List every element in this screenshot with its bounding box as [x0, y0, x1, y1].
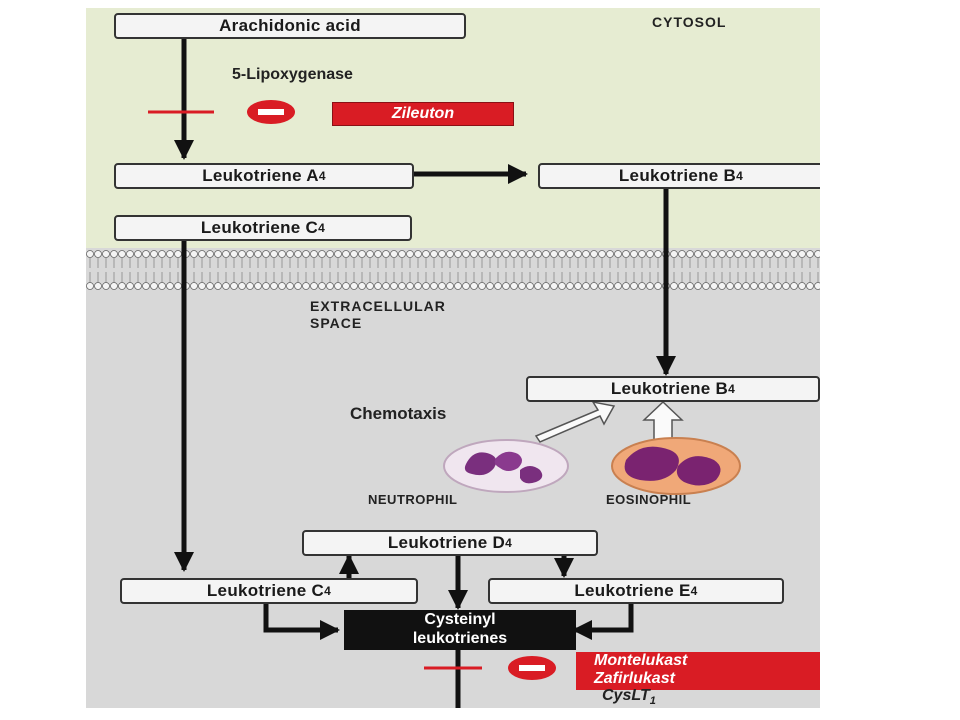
receptor-name: CysLT: [602, 687, 650, 704]
eosinophil-label: EOSINOPHIL: [606, 492, 692, 507]
chemotaxis-label: Chemotaxis: [350, 404, 447, 423]
cysteinyl-line1: Cysteinyl: [424, 611, 496, 628]
inhibit-minus-icon: [508, 656, 556, 680]
extracellular-label: EXTRACELLULAR SPACE: [310, 298, 446, 332]
neutrophil-cell: [443, 439, 569, 493]
node-subscript: 4: [690, 584, 698, 598]
arrow-lte4-to-cys: [572, 602, 634, 640]
drug-zafirlukast: Zafirlukast: [594, 670, 675, 687]
chemotaxis-arrow-neutrophil: [534, 400, 616, 443]
node-label: Leukotriene E: [574, 581, 691, 600]
cytosol-region: [86, 8, 820, 248]
arrow-ltc4-to-cys: [263, 600, 340, 640]
cysteinyl-line2: leukotrienes: [412, 630, 508, 647]
receptor-line1: CysLT1: [602, 688, 666, 708]
neutrophil-label: NEUTROPHIL: [368, 492, 458, 507]
node-subscript: 4: [728, 382, 736, 396]
node-label: Arachidonic acid: [219, 16, 361, 35]
node-label: Leukotriene B: [618, 166, 737, 185]
node-subscript: 4: [324, 584, 332, 598]
node-subscript: 4: [736, 169, 744, 183]
receptor-subscript: 1: [649, 695, 656, 708]
extracellular-label-line1: EXTRACELLULAR: [310, 298, 446, 314]
node-subscript: 4: [505, 536, 513, 550]
node-label: Leukotriene B: [610, 379, 729, 398]
chemotaxis-arrow-eosinophil: [642, 400, 684, 443]
pathway-arrows: [148, 36, 741, 708]
drug-zileuton: Zileuton: [332, 102, 514, 126]
node-label: Leukotriene C: [206, 581, 325, 600]
node-label: Leukotriene C: [200, 218, 319, 237]
drug-montelukast: Montelukast: [594, 652, 688, 669]
extracellular-label-line2: SPACE: [310, 315, 363, 331]
node-label: Leukotriene D: [387, 533, 506, 552]
node-cysteinyl-leukotrienes: Cysteinyl leukotrienes: [344, 610, 576, 650]
cytosol-label: CYTOSOL: [652, 14, 727, 30]
node-arachidonic-acid: Arachidonic acid: [114, 13, 466, 39]
inhibit-minus-icon: [247, 100, 295, 124]
receptor-label: CysLT1 receptor: [602, 688, 666, 708]
node-label: Leukotriene A: [202, 166, 319, 185]
pathway-diagram: CYTOSOL EXTRACELLULAR SPACE: [86, 8, 820, 708]
eosinophil-cell: [611, 437, 741, 495]
drug-leukotriene-antagonists: Montelukast Zafirlukast: [576, 652, 820, 690]
cell-membrane: [86, 250, 820, 290]
enzyme-5-lipoxygenase: 5-Lipoxygenase: [232, 66, 353, 83]
node-subscript: 4: [318, 221, 326, 235]
node-subscript: 4: [318, 169, 326, 183]
